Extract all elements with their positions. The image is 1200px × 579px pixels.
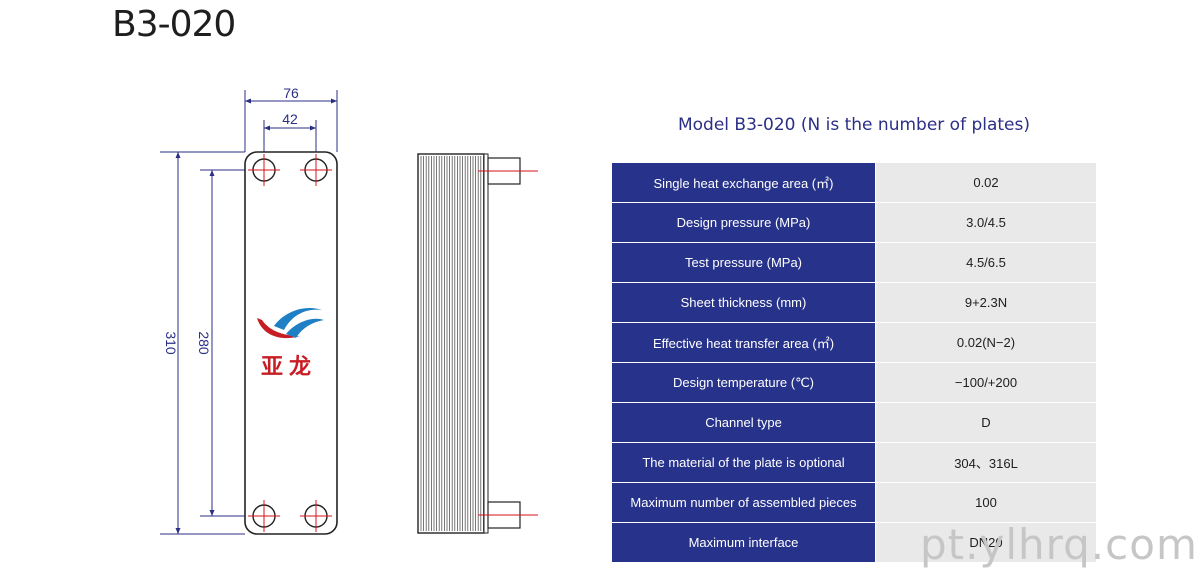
technical-drawing: 76 42 310 280 亚龙 [160, 85, 538, 535]
dim-width-inner: 42 [282, 111, 298, 127]
spec-label: Maximum interface [612, 522, 876, 563]
model-caption: Model B3-020 (N is the number of plates) [677, 115, 1031, 135]
company-logo: 亚龙 [257, 307, 324, 380]
spec-label: The material of the plate is optional [612, 442, 876, 483]
dim-height-outer: 310 [163, 331, 179, 355]
plate-front-view [244, 151, 338, 535]
spec-value: −100/+200 [875, 362, 1096, 403]
spec-value: 100 [875, 482, 1096, 523]
spec-label: Effective heat transfer area (㎡) [612, 322, 876, 363]
dim-width-outer: 76 [283, 85, 299, 101]
table-row: Design temperature (℃)−100/+200 [612, 362, 1096, 403]
logo-text: 亚龙 [261, 355, 317, 380]
spec-value: 0.02(N−2) [875, 322, 1096, 363]
spec-value: 3.0/4.5 [875, 202, 1096, 243]
table-row: Test pressure (MPa)4.5/6.5 [612, 242, 1096, 283]
watermark: pt.ylhrq.com [920, 520, 1198, 569]
spec-label: Test pressure (MPa) [612, 242, 876, 283]
spec-label: Sheet thickness (mm) [612, 282, 876, 323]
spec-label: Single heat exchange area (㎡) [612, 163, 876, 203]
table-row: Sheet thickness (mm)9+2.3N [612, 282, 1096, 323]
table-row: Effective heat transfer area (㎡)0.02(N−2… [612, 322, 1096, 363]
spec-value: D [875, 402, 1096, 443]
port-centerlines [248, 154, 332, 532]
spec-value: 9+2.3N [875, 282, 1096, 323]
spec-value: 0.02 [875, 163, 1096, 203]
table-row: Design pressure (MPa)3.0/4.5 [612, 202, 1096, 243]
table-row: Single heat exchange area (㎡)0.02 [612, 163, 1096, 203]
page-title: B3-020 [112, 4, 236, 45]
spec-value: DN20 [875, 522, 1096, 563]
spec-label: Design temperature (℃) [612, 362, 876, 403]
dim-height-inner: 280 [196, 331, 212, 355]
spec-label: Channel type [612, 402, 876, 443]
spec-value: 4.5/6.5 [875, 242, 1096, 283]
spec-label: Design pressure (MPa) [612, 202, 876, 243]
spec-value: 304、316L [875, 442, 1096, 483]
spec-label: Maximum number of assembled pieces [612, 482, 876, 523]
plate-side-view [417, 153, 538, 534]
